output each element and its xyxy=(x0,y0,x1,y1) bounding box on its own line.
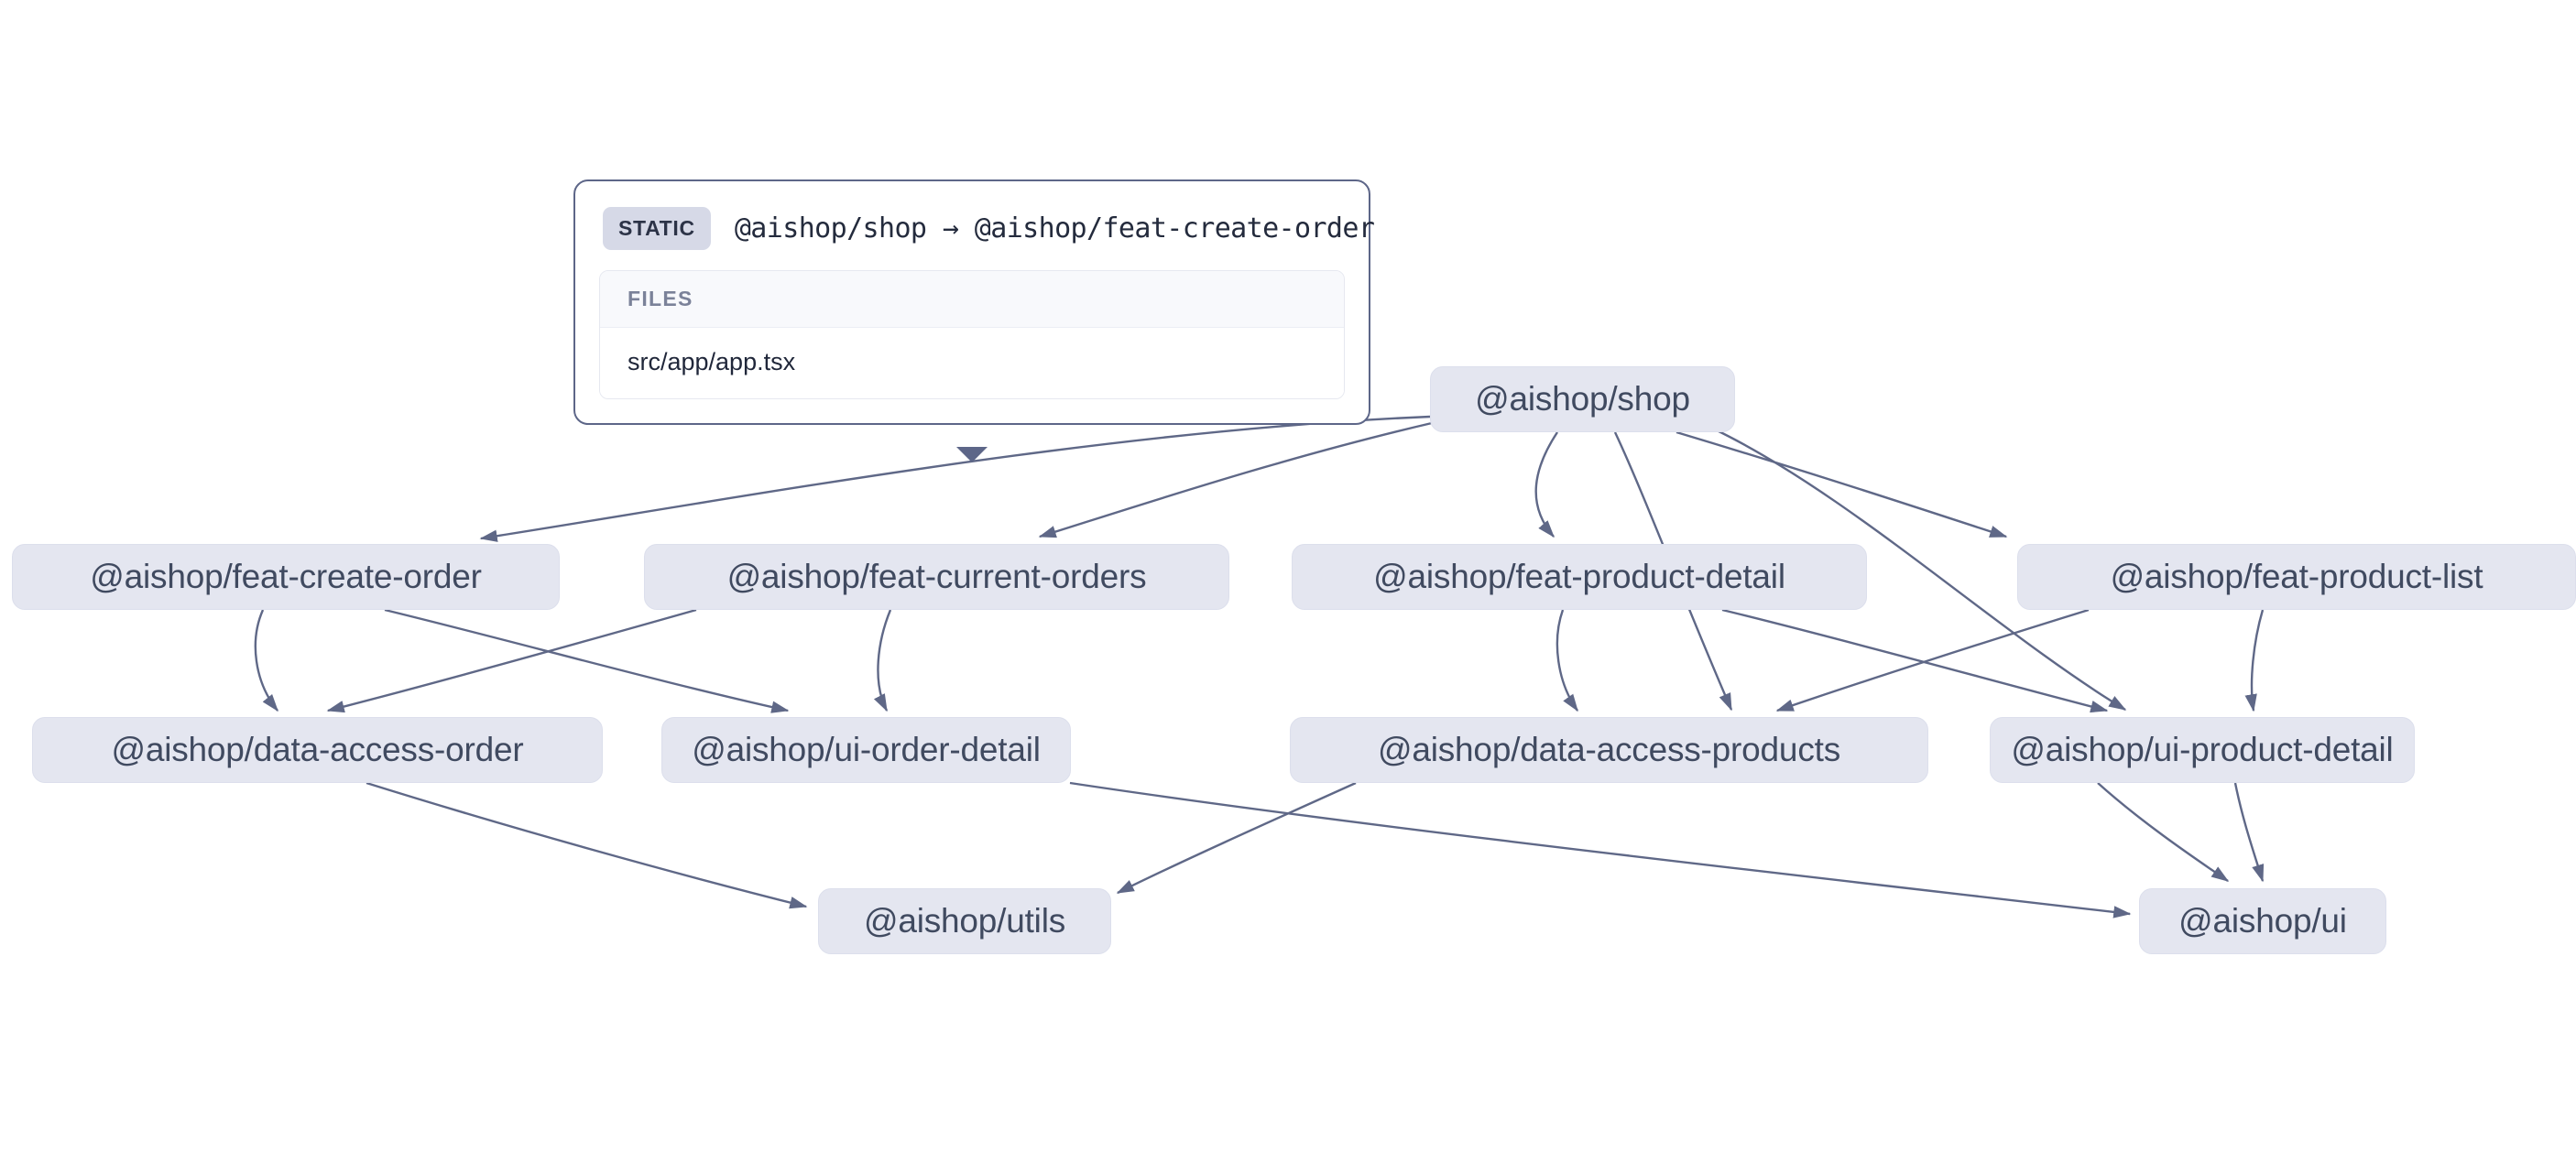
graph-node-label: @aishop/ui-order-detail xyxy=(692,731,1041,768)
file-row[interactable]: src/app/app.tsx xyxy=(600,328,1344,398)
graph-edge[interactable] xyxy=(1555,609,1578,712)
graph-node-ui[interactable]: @aishop/ui xyxy=(2139,888,2386,954)
graph-node-feat-product-detail[interactable]: @aishop/feat-product-detail xyxy=(1292,544,1867,610)
graph-node-data-access-products[interactable]: @aishop/data-access-products xyxy=(1290,717,1928,783)
tooltip-title: @aishop/shop → @aishop/feat-create-order xyxy=(734,212,1375,245)
graph-edge[interactable] xyxy=(366,781,808,909)
graph-node-feat-current-orders[interactable]: @aishop/feat-current-orders xyxy=(644,544,1229,610)
graph-edge[interactable] xyxy=(384,608,790,713)
graph-node-label: @aishop/feat-product-detail xyxy=(1373,558,1785,595)
graph-node-label: @aishop/data-access-order xyxy=(111,731,524,768)
graph-edge[interactable] xyxy=(1721,608,2109,713)
graph-edge[interactable] xyxy=(1038,421,1433,538)
graph-edge[interactable] xyxy=(1534,431,1559,538)
tooltip-pointer-icon xyxy=(956,447,988,462)
graph-node-ui-order-detail[interactable]: @aishop/ui-order-detail xyxy=(661,717,1071,783)
graph-edge[interactable] xyxy=(2097,782,2230,882)
graph-node-shop[interactable]: @aishop/shop xyxy=(1430,366,1735,432)
graph-node-label: @aishop/feat-product-list xyxy=(2110,558,2483,595)
graph-node-label: @aishop/data-access-products xyxy=(1378,731,1840,768)
graph-edge[interactable] xyxy=(2233,782,2265,883)
graph-edge[interactable] xyxy=(254,609,278,712)
graph-node-ui-product-detail[interactable]: @aishop/ui-product-detail xyxy=(1990,717,2415,783)
graph-node-label: @aishop/feat-current-orders xyxy=(726,558,1147,595)
graph-node-label: @aishop/utils xyxy=(863,902,1066,940)
graph-edge[interactable] xyxy=(1069,781,2132,918)
graph-node-label: @aishop/ui xyxy=(2178,902,2347,940)
static-badge: STATIC xyxy=(603,207,711,250)
graph-edge[interactable] xyxy=(326,608,697,713)
files-panel: FILES src/app/app.tsx xyxy=(599,270,1345,399)
graph-node-label: @aishop/shop xyxy=(1475,380,1690,418)
graph-node-feat-create-order[interactable]: @aishop/feat-create-order xyxy=(12,544,560,610)
graph-edge[interactable] xyxy=(873,609,892,712)
graph-edge[interactable] xyxy=(1116,781,1357,895)
graph-node-feat-product-list[interactable]: @aishop/feat-product-list xyxy=(2017,544,2576,610)
graph-node-utils[interactable]: @aishop/utils xyxy=(818,888,1111,954)
graph-node-label: @aishop/feat-create-order xyxy=(90,558,482,595)
graph-node-data-access-order[interactable]: @aishop/data-access-order xyxy=(32,717,603,783)
graph-edge[interactable] xyxy=(1675,430,2008,538)
graph-edge[interactable] xyxy=(1775,608,2090,712)
dependency-tooltip[interactable]: STATIC @aishop/shop → @aishop/feat-creat… xyxy=(573,179,1375,425)
tooltip-header: STATIC @aishop/shop → @aishop/feat-creat… xyxy=(599,203,1375,270)
files-panel-header: FILES xyxy=(600,271,1344,328)
graph-node-label: @aishop/ui-product-detail xyxy=(2011,731,2394,768)
graph-edge[interactable] xyxy=(479,415,1431,542)
graph-edge[interactable] xyxy=(2244,609,2265,712)
